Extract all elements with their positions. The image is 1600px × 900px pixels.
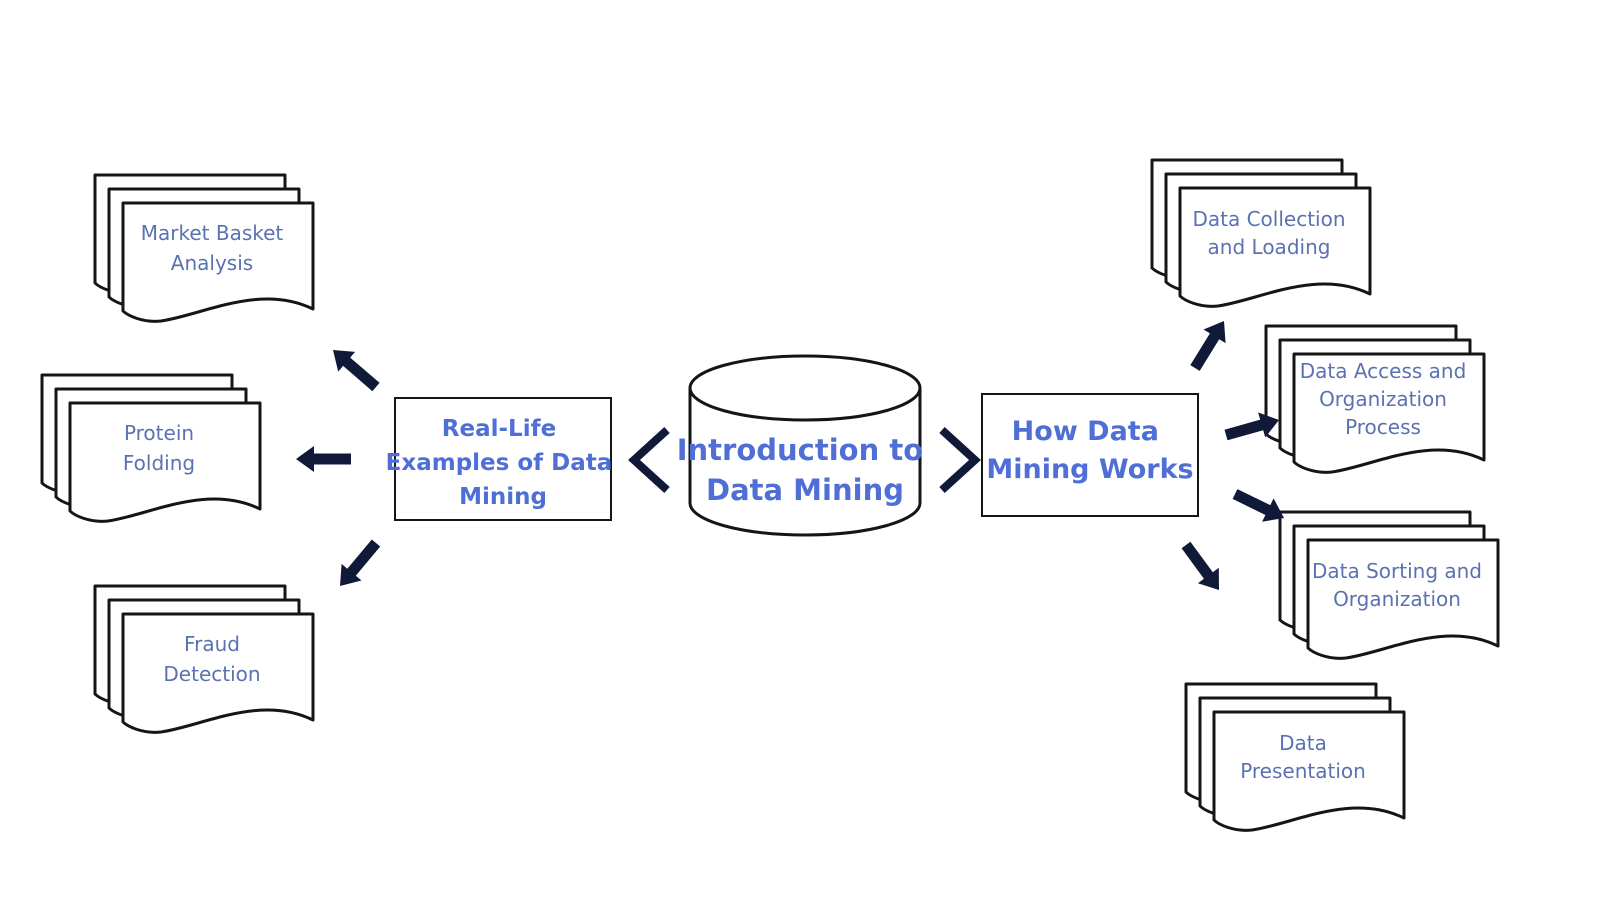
example-doc-0-sheet-2 bbox=[121, 201, 315, 323]
arrow-to-data-access bbox=[1224, 412, 1279, 441]
example-doc-2-label-line-1: Detection bbox=[163, 662, 260, 686]
cylinder-top bbox=[688, 354, 922, 422]
example-doc-1-sheet-2 bbox=[68, 401, 262, 523]
step-doc-1-sheet-2 bbox=[1292, 352, 1486, 474]
chevron-right-icon bbox=[939, 427, 981, 493]
arrow-to-data-collection bbox=[1190, 321, 1226, 371]
center-title: Introduction to Data Mining bbox=[677, 433, 933, 507]
step-doc-3-label-line-1: Presentation bbox=[1240, 759, 1366, 783]
step-doc-0-label-line-0: Data Collection bbox=[1192, 207, 1345, 231]
left-box-frame bbox=[394, 397, 612, 521]
arrow-to-market-basket bbox=[333, 350, 380, 392]
center-cylinder: Introduction to Data Mining bbox=[677, 354, 933, 537]
left-box-title-line-1: Real-Life bbox=[442, 416, 556, 442]
example-doc-0-label-line-0: Market Basket bbox=[141, 221, 284, 245]
left-box: Real-Life Examples of Data Mining bbox=[386, 397, 621, 521]
right-box-frame bbox=[981, 393, 1199, 517]
right-box-title-line-2: Mining Works bbox=[986, 454, 1193, 485]
left-box-title-line-2: Examples of Data bbox=[386, 450, 613, 476]
step-doc-1-label-line-0: Data Access and bbox=[1300, 359, 1467, 383]
arrow-to-data-sorting bbox=[1232, 489, 1284, 522]
step-doc-2-label-line-0: Data Sorting and bbox=[1312, 559, 1482, 583]
arrow-to-fraud-detection bbox=[340, 539, 381, 586]
step-doc-1-label-line-1: Organization bbox=[1319, 387, 1447, 411]
right-box: How Data Mining Works bbox=[981, 393, 1199, 517]
step-doc-2-sheet-2 bbox=[1306, 538, 1500, 660]
right-box-title: How Data Mining Works bbox=[986, 416, 1193, 485]
left-box-title-line-3: Mining bbox=[459, 484, 547, 510]
example-doc-1-label-line-1: Folding bbox=[123, 451, 195, 475]
chevron-left-icon bbox=[628, 427, 670, 493]
example-doc-1-label-line-0: Protein bbox=[124, 421, 194, 445]
step-doc-0-label: Data Collection and Loading bbox=[1192, 207, 1345, 259]
step-doc-2-label-line-1: Organization bbox=[1333, 587, 1461, 611]
step-doc-3-label-line-0: Data bbox=[1279, 731, 1327, 755]
center-title-line-2: Data Mining bbox=[706, 473, 904, 507]
arrow-to-data-presentation bbox=[1181, 541, 1219, 590]
step-doc-0-sheet-2 bbox=[1178, 186, 1372, 308]
example-doc-2-label-line-0: Fraud bbox=[184, 632, 240, 656]
example-doc-2-sheet-2 bbox=[121, 612, 315, 734]
step-doc-0: Data Collection and Loading bbox=[1150, 158, 1372, 308]
center-title-line-1: Introduction to bbox=[677, 433, 923, 467]
step-doc-1-label-line-2: Process bbox=[1345, 415, 1421, 439]
step-doc-3-sheet-2 bbox=[1212, 710, 1406, 832]
step-doc-0-label-line-1: and Loading bbox=[1208, 235, 1331, 259]
cylinder-body bbox=[688, 388, 922, 537]
connector-arrows bbox=[296, 321, 1284, 590]
arrow-to-protein-folding bbox=[296, 446, 351, 472]
example-doc-0-label-line-1: Analysis bbox=[171, 251, 253, 275]
right-box-title-line-1: How Data bbox=[1012, 416, 1159, 447]
left-box-title: Real-Life Examples of Data Mining bbox=[386, 416, 621, 510]
